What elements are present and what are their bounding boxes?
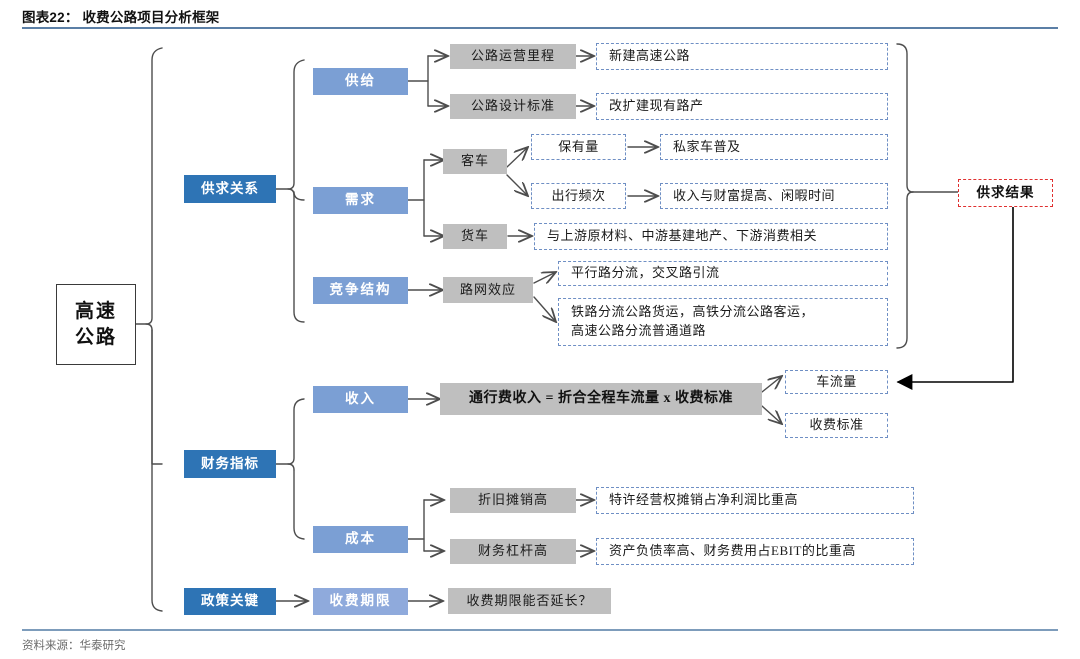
node-rail-diversion[interactable]: 铁路分流公路货运，高铁分流公路客运， 高速公路分流普通道路 bbox=[558, 298, 888, 346]
node-cost[interactable]: 成本 bbox=[313, 526, 408, 553]
node-new-expressway[interactable]: 新建高速公路 bbox=[596, 43, 888, 70]
node-debt-ratio-ebit[interactable]: 资产负债率高、财务费用占EBIT的比重高 bbox=[596, 538, 914, 565]
node-traffic-volume[interactable]: 车流量 bbox=[785, 370, 888, 394]
node-supply-demand-result[interactable]: 供求结果 bbox=[958, 179, 1053, 207]
footer-divider bbox=[22, 629, 1058, 631]
node-road-mileage[interactable]: 公路运营里程 bbox=[450, 44, 576, 69]
node-parallel-crossroad-diversion[interactable]: 平行路分流，交叉路引流 bbox=[558, 261, 888, 286]
node-concession-amortization[interactable]: 特许经营权摊销占净利润比重高 bbox=[596, 487, 914, 514]
node-income-wealth-leisure[interactable]: 收入与财富提高、闲暇时间 bbox=[660, 183, 888, 209]
node-toll-period-question[interactable]: 收费期限能否延长？ bbox=[448, 588, 611, 614]
node-branch-policy[interactable]: 政策关键 bbox=[184, 588, 276, 615]
node-branch-financial[interactable]: 财务指标 bbox=[184, 450, 276, 478]
node-competition[interactable]: 竞争结构 bbox=[313, 277, 408, 304]
node-depreciation-amortization[interactable]: 折旧摊销高 bbox=[450, 488, 576, 513]
node-root-highway[interactable]: 高速 公路 bbox=[56, 284, 136, 365]
node-financial-leverage[interactable]: 财务杠杆高 bbox=[450, 539, 576, 564]
node-road-network-effect[interactable]: 路网效应 bbox=[443, 277, 533, 303]
node-demand[interactable]: 需求 bbox=[313, 187, 408, 214]
node-travel-frequency[interactable]: 出行频次 bbox=[531, 183, 626, 209]
page-title: 图表22： 收费公路项目分析框架 bbox=[22, 10, 220, 25]
node-passenger-vehicle[interactable]: 客车 bbox=[443, 149, 507, 174]
node-branch-supply-demand[interactable]: 供求关系 bbox=[184, 175, 276, 203]
node-toll-standard[interactable]: 收费标准 bbox=[785, 413, 888, 438]
node-road-design-standard[interactable]: 公路设计标准 bbox=[450, 94, 576, 119]
node-toll-revenue-formula[interactable]: 通行费收入 = 折合全程车流量 x 收费标准 bbox=[440, 383, 762, 415]
node-freight-vehicle[interactable]: 货车 bbox=[443, 224, 507, 249]
node-upstream-downstream-related[interactable]: 与上游原材料、中游基建地产、下游消费相关 bbox=[534, 223, 888, 250]
node-toll-period[interactable]: 收费期限 bbox=[313, 588, 408, 615]
node-private-car-penetration[interactable]: 私家车普及 bbox=[660, 134, 888, 160]
node-supply[interactable]: 供给 bbox=[313, 68, 408, 95]
node-revenue[interactable]: 收入 bbox=[313, 386, 408, 413]
title-divider bbox=[22, 27, 1058, 29]
source-note: 资料来源：华泰研究 bbox=[22, 640, 126, 652]
node-vehicle-ownership[interactable]: 保有量 bbox=[531, 134, 626, 160]
node-rebuild-existing-assets[interactable]: 改扩建现有路产 bbox=[596, 93, 888, 120]
